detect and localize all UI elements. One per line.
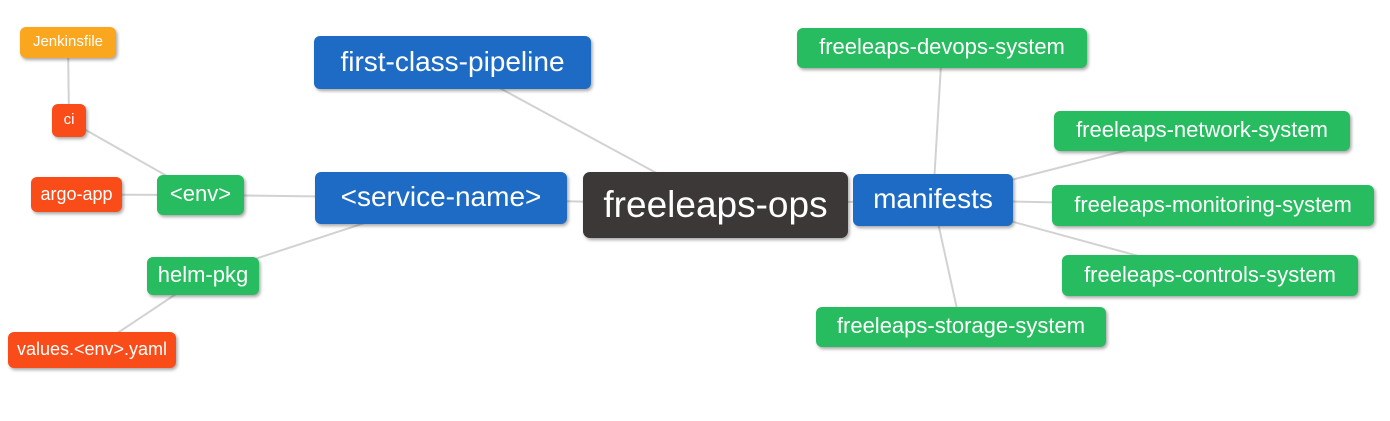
node-network-system[interactable]: freeleaps-network-system [1054,111,1350,151]
node-first-class-pipeline[interactable]: first-class-pipeline [314,36,591,89]
node-label: first-class-pipeline [340,45,565,77]
node-storage-system[interactable]: freeleaps-storage-system [816,307,1106,347]
node-helm-pkg[interactable]: helm-pkg [147,257,259,295]
node-label: freeleaps-devops-system [819,34,1065,59]
node-monitoring-system[interactable]: freeleaps-monitoring-system [1052,185,1374,226]
node-label: helm-pkg [157,262,249,287]
node-env[interactable]: <env> [157,175,244,215]
node-label: freeleaps-storage-system [836,313,1086,338]
node-jenkinsfile[interactable]: Jenkinsfile [20,27,116,58]
node-label: Jenkinsfile [32,33,104,50]
node-ci[interactable]: ci [52,104,86,137]
node-label: ci [63,111,75,128]
node-label: manifests [873,183,993,214]
node-label: freeleaps-network-system [1076,117,1328,142]
node-manifests[interactable]: manifests [853,174,1013,226]
node-label: freeleaps-ops [603,183,828,225]
node-label: values.<env>.yaml [16,339,168,359]
node-service-name[interactable]: <service-name> [315,172,567,224]
node-controls-system[interactable]: freeleaps-controls-system [1062,255,1358,296]
node-label: argo-app [40,183,113,204]
node-devops-system[interactable]: freeleaps-devops-system [797,28,1087,68]
node-label: freeleaps-monitoring-system [1074,191,1352,217]
node-label: <service-name> [340,181,542,212]
node-label: <env> [169,181,232,206]
node-freeleaps-ops[interactable]: freeleaps-ops [583,172,848,238]
node-values-env-yaml[interactable]: values.<env>.yaml [8,332,176,368]
node-argo-app[interactable]: argo-app [31,177,122,212]
node-label: freeleaps-controls-system [1084,261,1336,287]
